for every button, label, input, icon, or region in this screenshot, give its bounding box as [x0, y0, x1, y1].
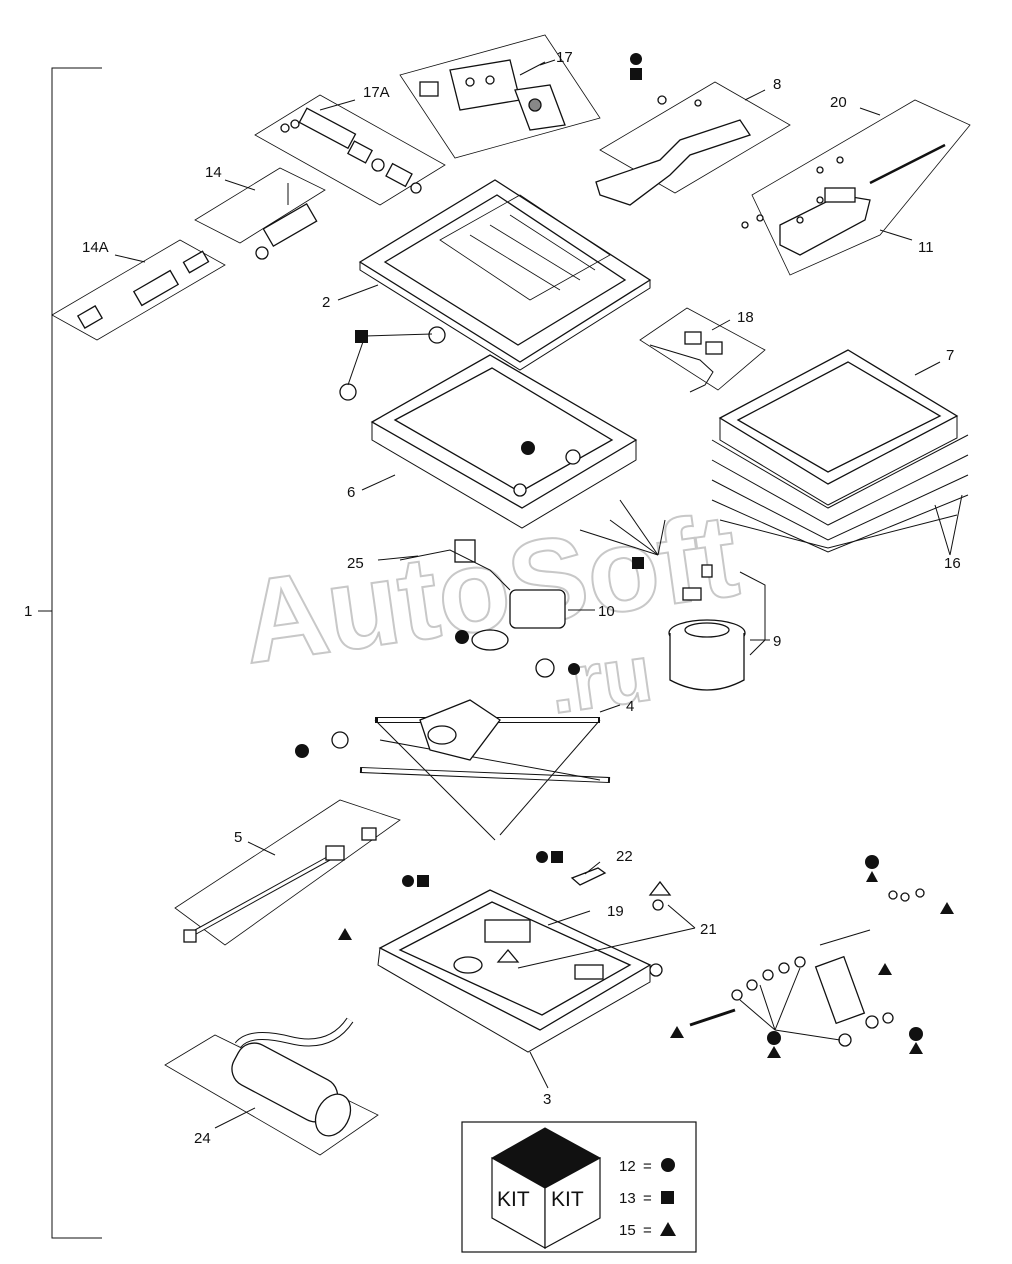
circle-symbol: [536, 851, 548, 863]
square-symbol: [355, 330, 368, 343]
callout-11: 11: [918, 239, 934, 256]
circle-symbol: [455, 630, 469, 644]
part-5-rod: [174, 799, 401, 946]
kit-symbols: [295, 53, 954, 1058]
callout-4: 4: [626, 698, 634, 715]
part-6-frame: [339, 326, 638, 529]
callout-20: 20: [830, 94, 847, 111]
triangle-symbol: [767, 1046, 781, 1058]
leader-lines: [114, 61, 963, 1129]
callout-7: 7: [946, 347, 954, 364]
legend-equals: =: [643, 1222, 652, 1239]
legend-item-number: 15: [619, 1222, 636, 1239]
legend-item-number: 12: [619, 1158, 636, 1175]
assembly-bracket: [38, 67, 102, 1239]
callout-22: 22: [616, 848, 633, 865]
callout-19: 19: [607, 903, 624, 920]
part-2-frame: [358, 179, 652, 371]
square-symbol: [630, 68, 642, 80]
legend-equals: =: [643, 1190, 652, 1207]
circle-symbol: [630, 53, 642, 65]
part-8-group: [595, 81, 791, 206]
part-20-11-group: [741, 99, 971, 276]
callout-17a: 17A: [363, 84, 390, 101]
part-14a-group: [51, 239, 226, 341]
legend-equals: =: [643, 1158, 652, 1175]
part-25-10-group: [399, 539, 566, 678]
callout-14a: 14A: [82, 239, 109, 256]
legend-item-number: 13: [619, 1190, 636, 1207]
triangle-symbol: [670, 1026, 684, 1038]
part-14-group: [194, 167, 326, 260]
part-18-group: [639, 307, 766, 393]
circle-symbol: [568, 663, 580, 675]
legend-circle-symbol: [661, 1158, 675, 1172]
callout-21: 21: [700, 921, 717, 938]
triangle-symbol: [338, 928, 352, 940]
part-24-tank: [164, 1017, 379, 1156]
callout-24: 24: [194, 1130, 211, 1147]
part-17-group: [399, 34, 601, 159]
callout-8: 8: [773, 76, 781, 93]
kit-cube-right: [544, 1156, 601, 1250]
callout-18: 18: [737, 309, 754, 326]
callout-3: 3: [543, 1091, 551, 1108]
square-symbol: [417, 875, 429, 887]
callout-16: 16: [944, 555, 961, 572]
legend-triangle-symbol: [660, 1222, 676, 1236]
watermark: AutoSoft .ru: [233, 488, 747, 731]
callout-25: 25: [347, 555, 364, 572]
callout-5: 5: [234, 829, 242, 846]
callout-6: 6: [347, 484, 355, 501]
circle-symbol: [295, 744, 309, 758]
watermark-main: AutoSoft: [234, 489, 746, 689]
part-7-bellows: [711, 349, 969, 553]
circle-symbol: [865, 855, 879, 869]
triangle-symbol: [940, 902, 954, 914]
triangle-symbol: [909, 1042, 923, 1054]
callout-2: 2: [322, 294, 330, 311]
part-17a-group: [254, 94, 446, 206]
part-21-22-group: [496, 867, 672, 963]
callout-10: 10: [598, 603, 615, 620]
square-symbol: [632, 557, 644, 569]
callout-labels: 1 2 3 4 5 6 7 8 9 10 11 14 14A 16 17 17A…: [24, 49, 961, 1147]
circle-symbol: [767, 1031, 781, 1045]
callout-14: 14: [205, 164, 222, 181]
circle-symbol: [521, 441, 535, 455]
part-4-scissor: [331, 699, 611, 841]
callout-1: 1: [24, 603, 32, 620]
callout-9: 9: [773, 633, 781, 650]
circle-symbol: [402, 875, 414, 887]
part-shock-absorber: [689, 888, 925, 1047]
legend-square-symbol: [661, 1191, 674, 1204]
triangle-symbol: [878, 963, 892, 975]
watermark-suffix: .ru: [544, 628, 658, 730]
triangle-symbol: [866, 871, 878, 882]
kit-face-right: KIT: [551, 1188, 584, 1211]
kit-face-left: KIT: [497, 1188, 530, 1211]
kit-legend: KIT KIT 12 = 13 = 15 =: [461, 1121, 697, 1253]
square-symbol: [551, 851, 563, 863]
part-9-air-spring: [668, 564, 766, 691]
callout-17: 17: [556, 49, 573, 66]
circle-symbol: [909, 1027, 923, 1041]
